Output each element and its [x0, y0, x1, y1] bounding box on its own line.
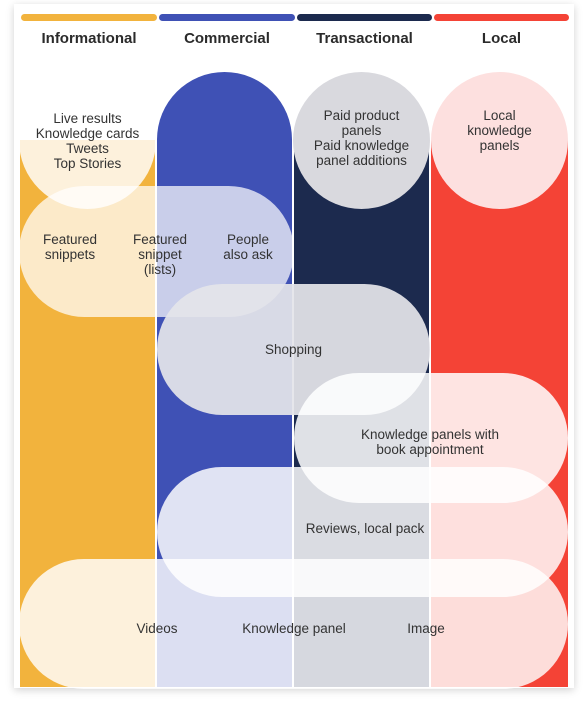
header-informational: Informational	[41, 30, 137, 47]
featured-snippets-label: Featured snippets	[42, 232, 98, 262]
local-bar	[434, 14, 569, 21]
image-label: Image	[407, 621, 445, 636]
knowledge-panel-label: Knowledge panel	[242, 621, 346, 636]
featured-snippet-lists-label: Featured snippet (lists)	[132, 232, 188, 277]
transactional-bar	[297, 14, 432, 21]
header-transactional: Transactional	[316, 30, 413, 47]
videos-label: Videos	[136, 621, 178, 636]
local-top-bubble: Local knowledge panels	[431, 72, 568, 209]
informational-bar	[21, 14, 157, 21]
bottom-capsule	[19, 559, 568, 689]
header-local: Local	[481, 30, 522, 47]
commercial-bar	[159, 14, 295, 21]
transactional-top-bubble: Paid product panels Paid knowledge panel…	[293, 72, 430, 209]
people-also-ask-label: People also ask	[223, 232, 273, 262]
header-commercial: Commercial	[184, 30, 270, 47]
knowledge-book-label: Knowledge panels with book appointment	[360, 427, 500, 457]
shopping-label: Shopping	[264, 342, 323, 357]
reviews-label: Reviews, local pack	[305, 521, 425, 536]
